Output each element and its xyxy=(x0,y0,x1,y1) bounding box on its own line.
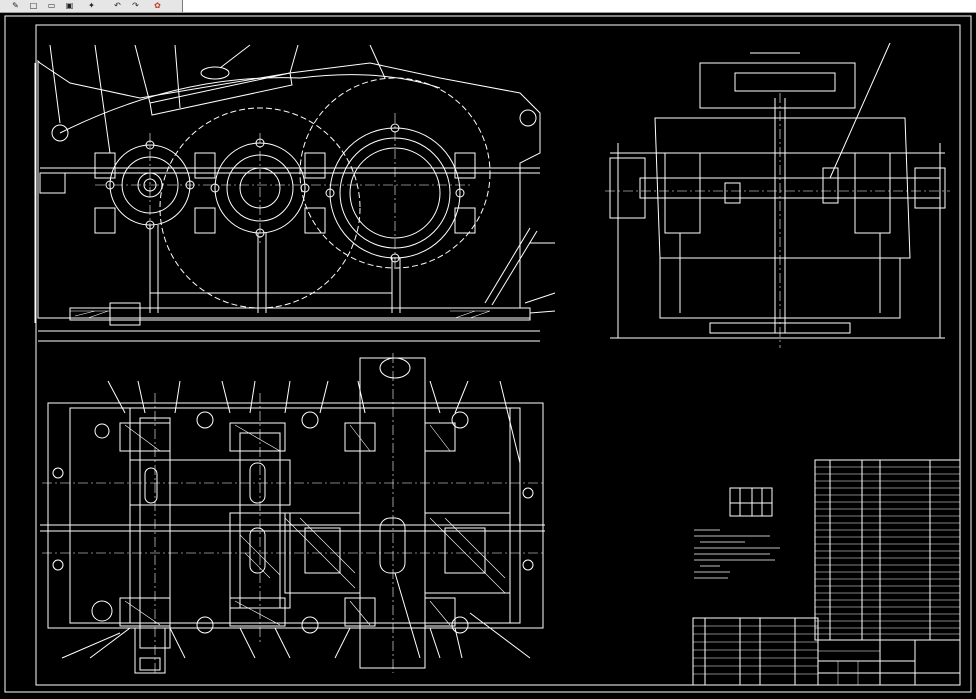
save-icon[interactable]: ▣ xyxy=(65,1,74,10)
toolbar-button-group: ✎ □ ▭ ▣ ✦ ↶ ↷ ✿ xyxy=(0,0,183,12)
star-icon[interactable]: ✦ xyxy=(88,1,95,10)
redo-icon[interactable]: ↷ xyxy=(132,1,139,10)
gear-reducer-assembly-drawing xyxy=(4,15,972,693)
title-block-rows xyxy=(693,625,880,685)
open-file-icon[interactable]: ▭ xyxy=(47,1,56,10)
parts-list xyxy=(814,459,961,641)
characteristics-table xyxy=(729,487,773,517)
cad-drawing-canvas[interactable] xyxy=(0,13,976,695)
section-hatching xyxy=(70,310,506,626)
undo-icon[interactable]: ↶ xyxy=(114,1,121,10)
side-view xyxy=(609,42,946,339)
parts-list-rows xyxy=(815,466,960,635)
center-lines xyxy=(42,93,950,673)
paint-icon[interactable]: ✿ xyxy=(154,1,161,10)
top-section-view xyxy=(40,357,545,674)
pencil-icon[interactable]: ✎ xyxy=(12,1,19,10)
outer-border xyxy=(4,15,972,693)
technical-notes xyxy=(694,529,780,579)
app-toolbar: ✎ □ ▭ ▣ ✦ ↶ ↷ ✿ xyxy=(0,0,976,13)
inner-border xyxy=(35,24,961,686)
new-file-icon[interactable]: □ xyxy=(29,1,38,10)
front-view xyxy=(34,44,556,342)
